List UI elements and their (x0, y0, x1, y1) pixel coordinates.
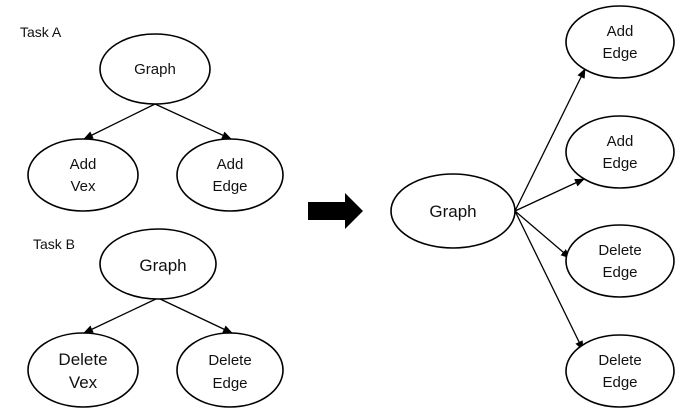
task-a-add-vex-line1: Add (70, 156, 97, 173)
merged-edge-3 (514, 210, 571, 259)
task-a-edge-left (83, 103, 156, 140)
merged-child-1-line2: Edge (602, 45, 637, 62)
task-a-label: Task A (20, 24, 62, 40)
task-a-root-label: Graph (134, 61, 176, 78)
merged-root-node: Graph (390, 173, 516, 249)
merged-edge-1 (514, 68, 586, 212)
merged-child-2-line1: Add (607, 133, 634, 150)
task-b-root-node: Graph (99, 228, 217, 300)
task-b-delete-vex-node: Delete Vex (27, 332, 139, 408)
merged-child-3-line1: Delete (598, 242, 641, 259)
merged-root-label: Graph (429, 202, 476, 221)
merged-child-4-line1: Delete (598, 352, 641, 369)
merged-child-1-line1: Add (607, 23, 634, 40)
task-a-edge-right (154, 103, 232, 140)
merged-delete-edge-node-2: Delete Edge (565, 334, 675, 408)
task-b-delete-vex-line1: Delete (58, 350, 107, 369)
merged-child-3-line2: Edge (602, 264, 637, 281)
task-a-add-edge-node: Add Edge (176, 138, 284, 212)
merged-child-4-line2: Edge (602, 374, 637, 391)
task-b-edge-right (157, 297, 233, 334)
merged-add-edge-node-2: Add Edge (565, 115, 675, 189)
task-b-delete-edge-node: Delete Edge (176, 332, 284, 408)
merged-delete-edge-node-1: Delete Edge (565, 224, 675, 298)
task-b-edge-left (83, 297, 159, 334)
transition-arrow-icon (308, 193, 363, 229)
task-b-delete-edge-line1: Delete (208, 352, 251, 369)
task-b-delete-vex-line2: Vex (69, 373, 98, 392)
merged-child-2-line2: Edge (602, 155, 637, 172)
task-a-add-vex-node: Add Vex (27, 138, 139, 212)
task-a-add-edge-line1: Add (217, 156, 244, 173)
task-a-root-node: Graph (99, 33, 211, 105)
merged-edge-2 (514, 178, 585, 212)
task-a-add-edge-line2: Edge (212, 178, 247, 195)
merged-add-edge-node-1: Add Edge (565, 5, 675, 79)
task-a-add-vex-line2: Vex (70, 178, 96, 195)
task-b-root-label: Graph (139, 256, 186, 275)
task-b-label: Task B (33, 236, 75, 252)
task-b-delete-edge-line2: Edge (212, 375, 247, 392)
merged-edge-4 (514, 210, 584, 351)
